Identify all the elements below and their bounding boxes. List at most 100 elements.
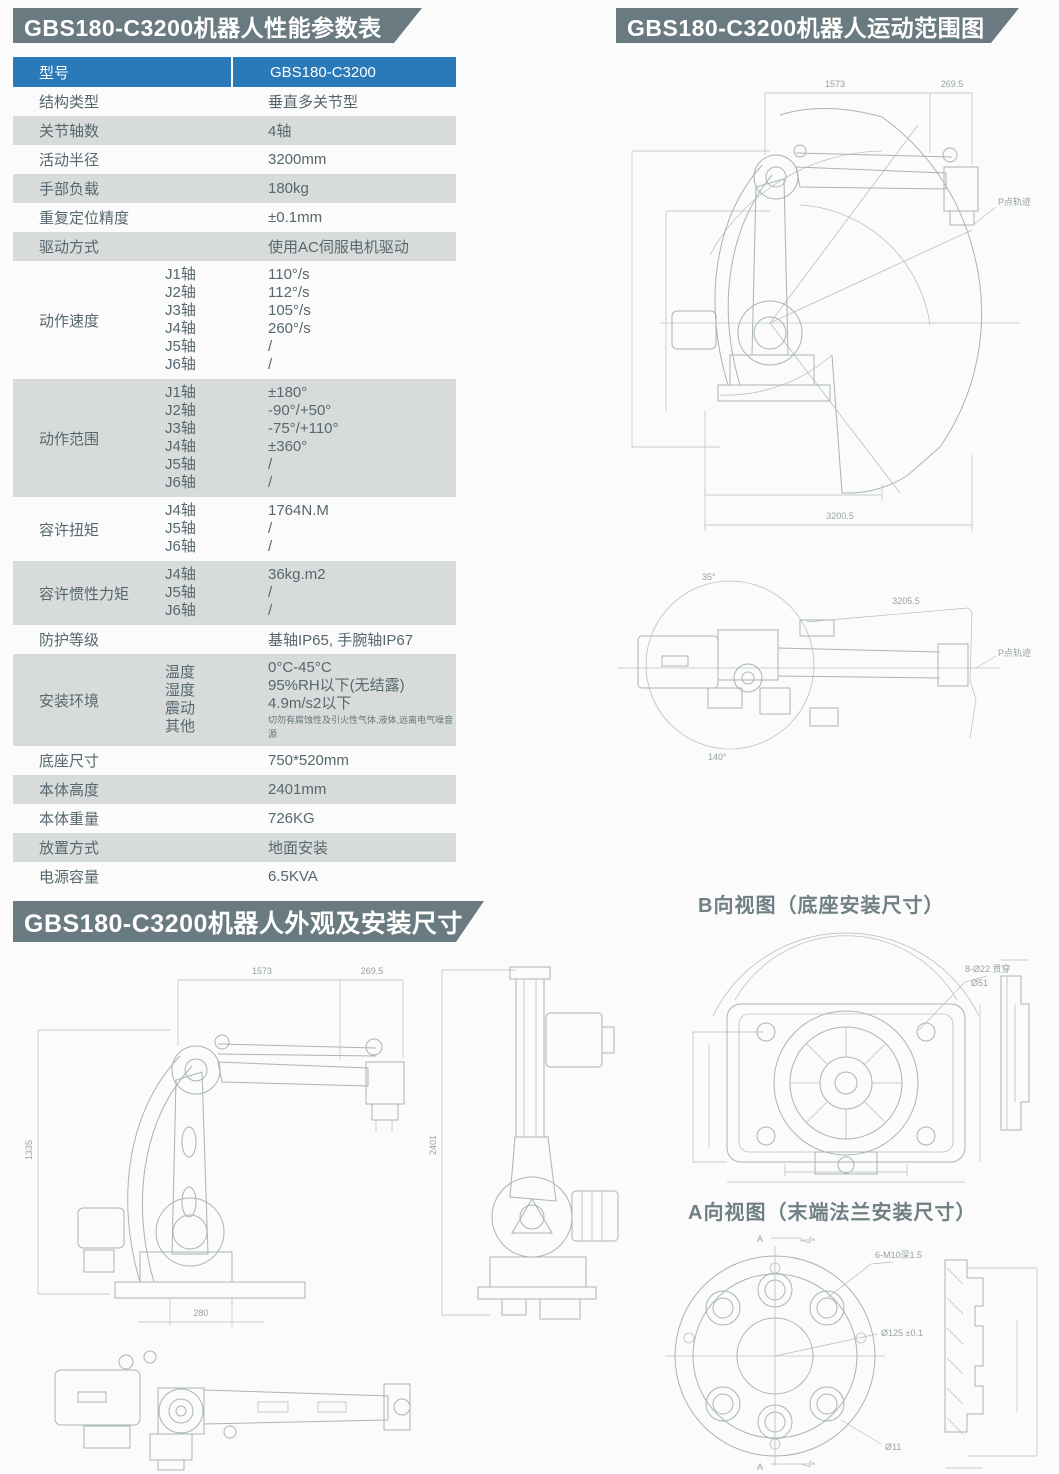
axis-label: J4轴 bbox=[165, 566, 196, 583]
spec-value: 95%RH以下(无结露) bbox=[268, 677, 405, 694]
table-row: 关节轴数 4轴 bbox=[13, 116, 456, 145]
spec-value: / bbox=[268, 584, 273, 601]
spec-label: 放置方式 bbox=[39, 840, 100, 857]
spec-label: 容许惯性力矩 bbox=[39, 585, 130, 603]
table-row: 重复定位精度 ±0.1mm bbox=[13, 203, 456, 232]
axis-label: J4轴 bbox=[165, 502, 196, 519]
spec-value: 垂直多关节型 bbox=[268, 94, 359, 111]
axis-label: J5轴 bbox=[165, 584, 196, 601]
spec-label: 重复定位精度 bbox=[39, 210, 130, 227]
spec-value: / bbox=[268, 538, 273, 555]
spec-value: 使用AC伺服电机驱动 bbox=[268, 239, 409, 256]
spec-value: / bbox=[268, 356, 273, 373]
spec-value: 180kg bbox=[268, 180, 309, 197]
spec-value: / bbox=[268, 338, 273, 355]
topview-trace-label: P点轨迹 bbox=[998, 647, 1031, 658]
outline-side-view: 2401 bbox=[428, 966, 619, 1320]
axis-label: J2轴 bbox=[165, 284, 196, 301]
b-view-drawing: 8-Ø22 贯穿 Ø51 bbox=[692, 932, 1030, 1183]
axis-label: 其他 bbox=[165, 718, 196, 735]
axis-label: J6轴 bbox=[165, 538, 196, 555]
table-row: 型号 GBS180-C3200 bbox=[13, 57, 456, 87]
spec-value: -90°/+50° bbox=[268, 402, 332, 419]
spec-value: 726KG bbox=[268, 810, 315, 827]
spec-value: / bbox=[268, 456, 273, 473]
axis-label: 湿度 bbox=[165, 682, 196, 699]
topview-angle-top: 35° bbox=[702, 572, 716, 582]
spec-label: 型号 bbox=[13, 57, 233, 87]
b-view-title: B向视图（底座安装尺寸） bbox=[698, 895, 945, 917]
spec-value: / bbox=[268, 520, 273, 537]
a-hole-label: Ø11 bbox=[885, 1442, 901, 1452]
b-view-circle-label: Ø51 bbox=[971, 978, 988, 988]
front-dim-base: 280 bbox=[193, 1308, 208, 1318]
spec-value: / bbox=[268, 474, 273, 491]
spec-label: 本体高度 bbox=[39, 782, 100, 799]
motion-dim-top2: 269.5 bbox=[941, 79, 964, 89]
axis-label: J5轴 bbox=[165, 338, 196, 355]
outline-top-view bbox=[54, 1350, 411, 1471]
topview-radius-label: 3205.5 bbox=[892, 596, 920, 606]
spec-value: 3200mm bbox=[268, 151, 327, 168]
table-row: 驱动方式使用AC伺服电机驱动 bbox=[13, 232, 456, 261]
a-view-title: A向视图（末端法兰安装尺寸） bbox=[688, 1202, 977, 1224]
spec-value: 2401mm bbox=[268, 781, 327, 798]
spec-value: 36kg.m2 bbox=[268, 566, 326, 583]
spec-banner: GBS180-C3200机器人性能参数表 bbox=[13, 8, 422, 43]
axis-label: J5轴 bbox=[165, 456, 196, 473]
spec-label: 动作范围 bbox=[39, 430, 100, 448]
motion-banner: GBS180-C3200机器人运动范围图 bbox=[616, 8, 1019, 43]
axis-label: J1轴 bbox=[165, 266, 196, 283]
a-section-mark-bottom: A bbox=[757, 1462, 763, 1472]
spec-value: 112°/s bbox=[268, 284, 310, 301]
spec-value: ±0.1mm bbox=[268, 209, 323, 226]
spec-value: 地面安装 bbox=[268, 840, 329, 857]
outline-banner: GBS180-C3200机器人外观及安装尺寸 bbox=[13, 901, 484, 942]
axis-label: J3轴 bbox=[165, 420, 196, 437]
spec-value: -75°/+110° bbox=[268, 420, 339, 437]
spec-value: 0°C-45°C bbox=[268, 659, 332, 676]
spec-value: 4轴 bbox=[268, 123, 292, 140]
axis-label: J4轴 bbox=[165, 438, 196, 455]
table-row: 防护等级 基轴IP65, 手腕轴IP67 bbox=[13, 625, 456, 654]
spec-value: / bbox=[268, 602, 273, 619]
axis-label: J1轴 bbox=[165, 384, 196, 401]
spec-value: 110°/s bbox=[268, 266, 310, 283]
spec-label: 容许扭矩 bbox=[39, 521, 100, 539]
spec-label: 结构类型 bbox=[39, 94, 100, 111]
front-dim-top1: 1573 bbox=[252, 966, 272, 976]
axis-label: J2轴 bbox=[165, 402, 196, 419]
topview-angle-bottom: 140° bbox=[708, 752, 727, 762]
spec-value: 基轴IP65, 手腕轴IP67 bbox=[268, 632, 414, 649]
axis-label: J3轴 bbox=[165, 302, 196, 319]
spec-value: 4.9m/s2以下 bbox=[268, 695, 352, 712]
table-row: 手部负载 180kg bbox=[13, 174, 456, 203]
motion-dim-bottom: 3200.5 bbox=[826, 511, 854, 521]
motion-range-diagram: 1573 269.5 3200.5 P点轨迹 bbox=[631, 79, 1031, 531]
spec-value: 750*520mm bbox=[268, 752, 349, 769]
rotation-topview-diagram: 35° 140° 3205.5 P点轨迹 bbox=[618, 572, 1031, 762]
front-dim-top2: 269.5 bbox=[361, 966, 384, 976]
spec-label: 手部负载 bbox=[39, 181, 100, 198]
spec-value: 105°/s bbox=[268, 302, 311, 319]
outline-front-view: 1573 269.5 1335 280 bbox=[24, 966, 405, 1326]
spec-banner-title: GBS180-C3200机器人性能参数表 bbox=[24, 14, 382, 41]
outline-banner-title: GBS180-C3200机器人外观及安装尺寸 bbox=[24, 909, 463, 938]
table-row: 放置方式 地面安装 bbox=[13, 833, 456, 862]
spec-label: 防护等级 bbox=[39, 632, 100, 649]
motion-dim-top1: 1573 bbox=[825, 79, 845, 89]
spec-value: 切勿有腐蚀性及引火性气体,液体,远离电气噪音源 bbox=[268, 715, 454, 739]
spec-value: 260°/s bbox=[268, 320, 311, 337]
spec-value: GBS180-C3200 bbox=[270, 63, 376, 81]
spec-value: ±360° bbox=[268, 438, 308, 455]
b-view-holes-label: 8-Ø22 贯穿 bbox=[965, 963, 1011, 974]
spec-label: 安装环境 bbox=[39, 692, 100, 710]
spec-label: 关节轴数 bbox=[39, 123, 100, 140]
